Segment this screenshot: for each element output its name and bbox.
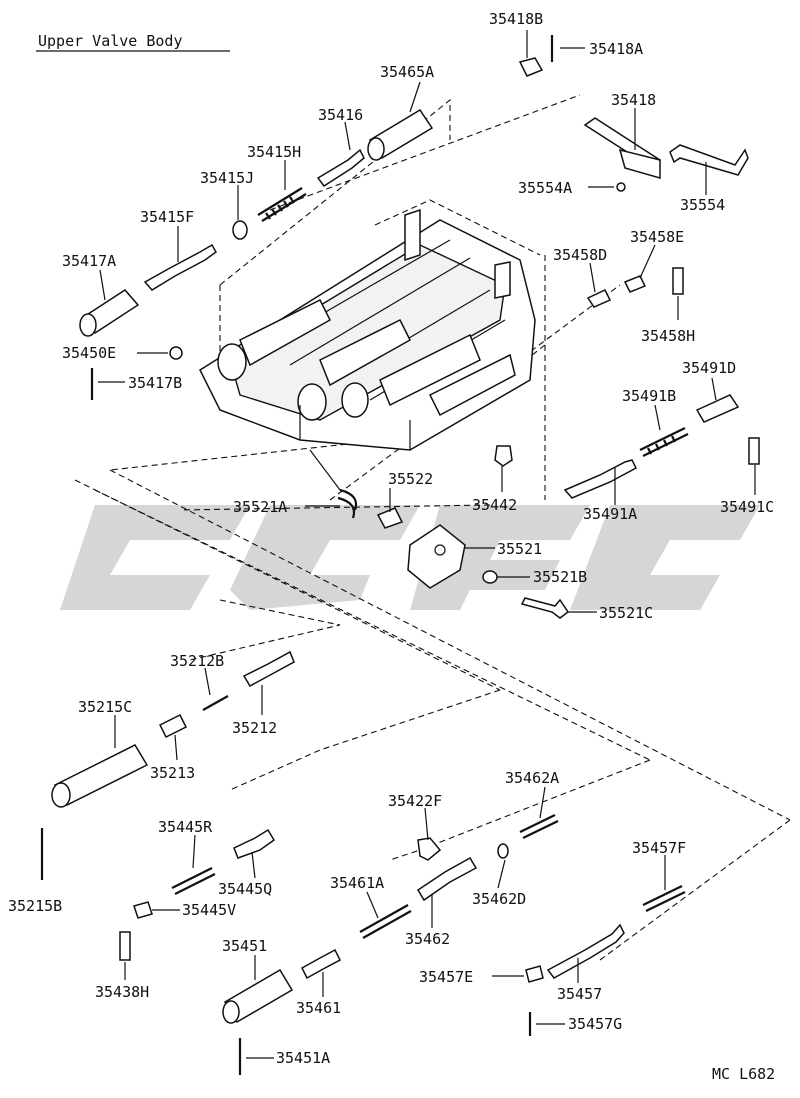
watermark-logo	[60, 505, 760, 610]
part-label: 35418	[611, 91, 656, 109]
spring-35445r	[171, 867, 216, 895]
part-label: 35450E	[62, 344, 116, 362]
part-label: 35462	[405, 930, 450, 948]
valve-35491a	[563, 459, 637, 499]
part-label: 35458H	[641, 327, 695, 345]
part-label: 35457G	[568, 1015, 622, 1033]
part-label: 35415J	[200, 169, 254, 187]
part-label: 35417B	[128, 374, 182, 392]
assembly-guide-lines	[74, 94, 791, 961]
part-label: 35442	[472, 496, 517, 514]
sleeve-35215c	[51, 744, 149, 808]
part-label: 35491B	[622, 387, 676, 405]
part-label: 35491A	[583, 505, 637, 523]
check-valve-35442	[494, 445, 513, 467]
pin-35491c	[748, 437, 760, 465]
part-label: 35522	[388, 470, 433, 488]
part-label: 35422F	[388, 792, 442, 810]
part-label: 35416	[318, 106, 363, 124]
washer-35521b	[482, 570, 498, 584]
leader-lines	[98, 30, 756, 1059]
spring-35212b	[202, 695, 229, 711]
pin-35458h	[672, 267, 684, 295]
valve-35416	[316, 148, 365, 188]
ball-35450e	[169, 346, 183, 360]
part-label: 35521B	[533, 568, 587, 586]
part-label: 35465A	[380, 63, 434, 81]
part-label: 35415H	[247, 143, 301, 161]
valve-body-casting	[199, 208, 536, 491]
part-label: 35445Q	[218, 880, 272, 898]
plug-35457e	[525, 965, 544, 983]
ring-35415j	[232, 220, 248, 240]
valve-35415f	[143, 243, 217, 291]
plug-35458e	[623, 275, 647, 293]
part-label: 35521C	[599, 604, 653, 622]
part-label: 35215B	[8, 897, 62, 915]
plug-35458d	[586, 289, 612, 308]
part-label: 35457F	[632, 839, 686, 857]
spring-35521a	[337, 488, 358, 519]
spring-35491b	[639, 427, 689, 457]
pin-35213	[158, 713, 188, 739]
part-label: 35462A	[505, 769, 559, 787]
valve-35462	[416, 856, 478, 902]
clip-35422f	[417, 837, 442, 861]
part-label: 35554A	[518, 179, 572, 197]
part-label: 35418A	[589, 40, 643, 58]
clip-35554a	[616, 182, 626, 192]
sleeve-35417a	[79, 289, 140, 337]
valve-35445q	[233, 828, 275, 859]
cam-35521	[407, 524, 466, 589]
part-label: 35418B	[489, 10, 543, 28]
part-label: 35521A	[233, 498, 287, 516]
spring-35462a	[519, 814, 559, 839]
spring-35461a	[359, 904, 412, 939]
pin-35438h	[119, 931, 131, 961]
part-label: 35417A	[62, 252, 116, 270]
part-label: 35491C	[720, 498, 774, 516]
part-label: 35445R	[158, 818, 213, 836]
part-label: 35213	[150, 764, 195, 782]
plug-35445v	[133, 901, 153, 919]
valve-35457	[546, 923, 625, 979]
spring-35415h	[257, 187, 307, 222]
sleeve-35451	[222, 968, 294, 1024]
part-label: 35438H	[95, 983, 149, 1001]
part-labels: 35418B 35418A 35465A 35418 35416 35415H …	[8, 10, 774, 1067]
part-label: 35415F	[140, 208, 194, 226]
plug-35491d	[695, 394, 740, 423]
part-label: 35451	[222, 937, 267, 955]
part-label: 35521	[497, 540, 542, 558]
part-label: 35451A	[276, 1049, 330, 1067]
part-label: 35461A	[330, 874, 384, 892]
clip-35462d	[497, 843, 509, 859]
plug-35522	[376, 507, 404, 529]
part-label: 35457	[557, 985, 602, 1003]
part-label: 35491D	[682, 359, 736, 377]
spring-35457f	[642, 885, 686, 912]
part-label: 35461	[296, 999, 341, 1017]
footer-code: MC L682	[712, 1065, 775, 1083]
part-label: 35458D	[553, 246, 607, 264]
part-label: 35212B	[170, 652, 224, 670]
bolt-35521c	[520, 597, 570, 619]
part-label: 35212	[232, 719, 277, 737]
sleeve-35465a	[367, 108, 434, 161]
part-label: 35554	[680, 196, 725, 214]
diagram-title: Upper Valve Body	[38, 32, 183, 50]
valve-35461	[301, 948, 341, 980]
part-label: 35215C	[78, 698, 132, 716]
bushing-35418b	[518, 57, 544, 77]
part-label: 35457E	[419, 968, 473, 986]
part-label: 35445V	[182, 901, 236, 919]
part-label: 35458E	[630, 228, 684, 246]
part-label: 35462D	[472, 890, 526, 908]
rod-35554	[669, 144, 749, 176]
lever-35418	[583, 117, 661, 179]
valve-35212	[242, 650, 295, 688]
